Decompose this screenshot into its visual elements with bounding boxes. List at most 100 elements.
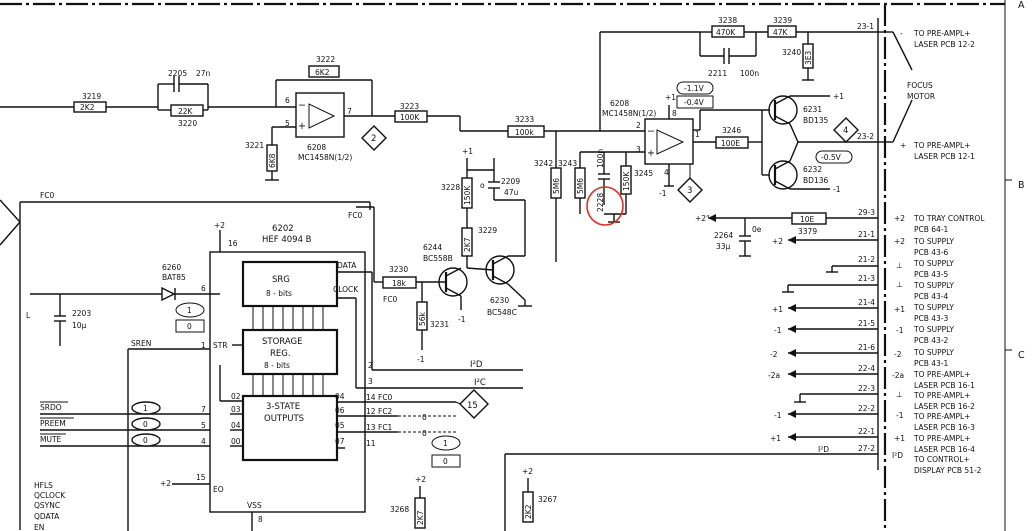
conn-23-2-text1: TO PRE-AMPL+ bbox=[913, 141, 970, 150]
cap-2203-ref: 2203 bbox=[72, 309, 91, 318]
test-point-2: 2 bbox=[361, 125, 387, 151]
conn-22-3-num: 22-3 bbox=[858, 384, 875, 393]
feedback-network: 470K 3238 47K 3239 23-1 2211 100n 3E3 32… bbox=[599, 16, 878, 131]
conn-21-2-text2: PCB 43-5 bbox=[914, 270, 949, 279]
transistor-6230-part: BC548C bbox=[487, 308, 517, 317]
opamp-6208b: − + 2 3 1 8 4 6208 MC1458N(1/2) +1 -1 bbox=[602, 93, 716, 198]
ic-srg-block bbox=[241, 260, 339, 308]
conn-21-4-text2: PCB 43-3 bbox=[914, 314, 949, 323]
ic-right-port-1: 06 bbox=[335, 406, 345, 415]
conn-22-4-pol: -2a bbox=[892, 371, 904, 380]
ic-pin-num-eo: 15 bbox=[196, 473, 206, 482]
connector-list: - TO PRE-AMPL+ LASER PCB 12-2 + TO PRE-A… bbox=[768, 18, 985, 475]
resistor-3268 bbox=[414, 497, 426, 529]
cap-2211-ref: 2211 bbox=[708, 69, 727, 78]
ic-6202: 6202 HEF 4094 B +2 16 SRG 8 - bits STORA… bbox=[160, 221, 523, 531]
resistor-3222-value: 6K2 bbox=[315, 68, 330, 77]
conn-21-1-left: +2 bbox=[772, 237, 783, 246]
opamp-6208b-pin-vn: 4 bbox=[664, 168, 669, 177]
resistor-3267-ref: 3267 bbox=[538, 495, 557, 504]
conn-21-5-text1: TO SUPPLY bbox=[913, 325, 954, 334]
ic-left-pin-1: 7 bbox=[201, 405, 206, 414]
tray-supply: +2ˮ 10E 3379 2264 33µ 0e 29-3 bbox=[695, 208, 878, 257]
ic-pin-num-data: 2 bbox=[368, 361, 373, 370]
conn-22-4-num: 22-4 bbox=[858, 364, 875, 373]
conn-21-1-pol: +2 bbox=[894, 237, 905, 246]
left-signals: FC0 6260 BAT85 2203 10µ L 1 0 SREN SRDO … bbox=[0, 191, 371, 531]
conn-21-4-text1: TO SUPPLY bbox=[913, 303, 954, 312]
resistor-3221-ref: 3221 bbox=[245, 141, 264, 150]
conn-21-1-text2: PCB 43-6 bbox=[914, 248, 949, 257]
opamp-6208a-part: MC1458N(1/2) bbox=[298, 153, 352, 162]
svg-text:−: − bbox=[298, 100, 306, 111]
transistor-6232-part: BD136 bbox=[803, 176, 828, 185]
opamp-6208b-part: MC1458N(1/2) bbox=[602, 109, 656, 118]
cap-2228-ref: 2228 bbox=[596, 193, 605, 212]
transistor-6230: 6230 BC548C bbox=[466, 199, 532, 317]
resistor-3239-value: 47K bbox=[773, 28, 789, 37]
input-network: 2K2 3219 2205 27n 22K 3220 bbox=[0, 69, 276, 128]
preem-label: PREEM bbox=[40, 419, 66, 428]
ic-left-port-3: 00 bbox=[231, 437, 241, 446]
test-point-4-label: 4 bbox=[843, 126, 848, 136]
resistor-3239-ref: 3239 bbox=[773, 16, 792, 25]
conn-29-3-num: 29-3 bbox=[858, 208, 875, 217]
opamp-6208a-pin-out: 7 bbox=[347, 107, 352, 116]
conn-22-1-num: 22-1 bbox=[858, 427, 875, 436]
connector-22-2: -1 22-2 -1 TO PRE-AMPL+ LASER PCB 16-3 bbox=[774, 404, 975, 432]
ic-right-pin-0: 14 bbox=[366, 393, 376, 402]
cap-2205-value: 27n bbox=[196, 69, 211, 78]
conn-21-6-text2: PCB 43-1 bbox=[914, 359, 949, 368]
voltage-mid: -0.5V bbox=[821, 153, 842, 162]
ic-left-pin-3: 4 bbox=[201, 437, 206, 446]
resistor-3231-value: 56k bbox=[418, 311, 427, 326]
opamp-6208a-pin-plus: 5 bbox=[285, 119, 290, 128]
conn-27-2-left: I²D bbox=[818, 445, 829, 454]
opamp-6208b-pin-out: 1 bbox=[695, 130, 700, 139]
opamp-6208b-pin-plus: 3 bbox=[636, 145, 641, 154]
conn-22-1-text1: TO PRE-AMPL+ bbox=[913, 434, 970, 443]
ic-pin-data: DATA bbox=[337, 261, 357, 270]
resistor-3219-ref: 3219 bbox=[82, 92, 101, 101]
bias-supply-network: +1 150K 3228 o 2209 47u 2K7 3229 bbox=[441, 147, 520, 268]
supply-minus1-6244: -1 bbox=[458, 315, 466, 324]
transistor-6232 bbox=[768, 160, 798, 190]
resistor-3245-value: 150K bbox=[622, 171, 631, 191]
ic-right-net-2: FC1 bbox=[378, 423, 393, 432]
ic-storage-title2: REG. bbox=[270, 349, 291, 359]
conn-21-6-num: 21-6 bbox=[858, 343, 875, 352]
conn-22-1-text2: LASER PCB 16-4 bbox=[914, 445, 975, 454]
voltage-top2: -0.4V bbox=[684, 98, 705, 107]
resistor-3268-value: 2K7 bbox=[416, 510, 425, 525]
srdo-label: SRDO bbox=[40, 403, 62, 412]
resistor-3223-ref: 3223 bbox=[400, 102, 419, 111]
ic-outputs-title: 3-STATE bbox=[266, 402, 300, 412]
resistor-3230-value: 18k bbox=[392, 279, 407, 288]
resistor-3240-value: 3E3 bbox=[804, 50, 813, 65]
srdo-level: 1 bbox=[143, 404, 148, 413]
ic-pin-num-str: 1 bbox=[201, 341, 206, 350]
border-letter-c: C bbox=[1018, 350, 1025, 361]
conn-21-2-text1: TO SUPPLY bbox=[913, 259, 954, 268]
opamp-6208b-pin-vp: 8 bbox=[672, 109, 677, 118]
resistor-3379 bbox=[791, 212, 827, 225]
connector-29-3: +2 TO TRAY CONTROL PCB 64-1 bbox=[894, 214, 985, 234]
resistor-3220-value: 22K bbox=[178, 107, 194, 116]
svg-text:−: − bbox=[647, 126, 655, 137]
output-stage: 100E 3246 +1 6231 BD135 -1 6232 BD136 23… bbox=[700, 92, 878, 194]
test-point-3: 3 bbox=[677, 164, 703, 203]
conn-23-1-pol: - bbox=[900, 29, 903, 38]
ic-left-outputs: 02 03 7 04 5 00 4 bbox=[201, 365, 243, 447]
resistor-3379-ref: 3379 bbox=[798, 227, 817, 236]
bus-qdata: QDATA bbox=[34, 512, 60, 521]
input-bias-network: 5M6 3242 5M6 3243 100n 2228 150K 3245 bbox=[534, 131, 653, 262]
resistor-3220-ref: 3220 bbox=[178, 119, 197, 128]
opamp-6208a-box bbox=[295, 92, 345, 138]
conn-21-6-text1: TO SUPPLY bbox=[913, 348, 954, 357]
test-point-4: 4 bbox=[833, 117, 859, 143]
opamp-6208a-ref: 6208 bbox=[307, 143, 326, 152]
ic-6202-supply-pin: 16 bbox=[228, 239, 238, 248]
opamp-6208b-supply-neg: -1 bbox=[659, 189, 667, 198]
resistor-3238-value: 470K bbox=[716, 28, 736, 37]
connector-27-2: I²D 27-2 I²D TO CONTROL+ DISPLAY PCB 51-… bbox=[818, 444, 982, 475]
